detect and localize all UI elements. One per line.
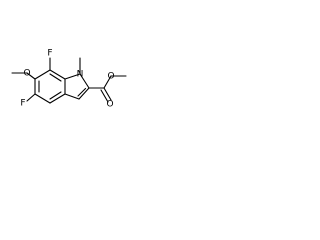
bond-c2-c3-inner	[77, 87, 87, 97]
atom-label-o-ester: O	[107, 72, 114, 82]
bond-n1-c2	[79, 73, 90, 89]
bond-c3-c3a	[64, 93, 80, 100]
bond-carbonyl-oxygen	[103, 75, 112, 89]
molecule-structure: F N O F O O	[11, 49, 127, 110]
atom-label-f-bottom: F	[20, 99, 25, 109]
bond-c2-c3	[78, 87, 90, 100]
atom-label-o-methoxy: O	[23, 69, 30, 79]
bond-carbonyl-double-1	[103, 87, 112, 101]
bond-c6-c7	[34, 69, 51, 80]
molecule-canvas: F N O F O O	[0, 0, 152, 152]
bond-carbonyl-double-2	[100, 89, 109, 103]
bond-c6-o	[26, 72, 36, 80]
atom-label-n: N	[77, 70, 84, 80]
atom-label-f-top: F	[47, 49, 52, 59]
bond-c3a-c4	[49, 93, 66, 104]
bond-inner-1	[49, 73, 62, 82]
bond-inner-2	[49, 91, 62, 100]
bond-c7-c7a	[49, 69, 66, 80]
bond-c4-c5	[34, 93, 51, 104]
bond-c7a-n1	[64, 73, 81, 80]
atom-label-o-carbonyl: O	[106, 100, 113, 110]
bond-c5-f	[26, 93, 36, 102]
